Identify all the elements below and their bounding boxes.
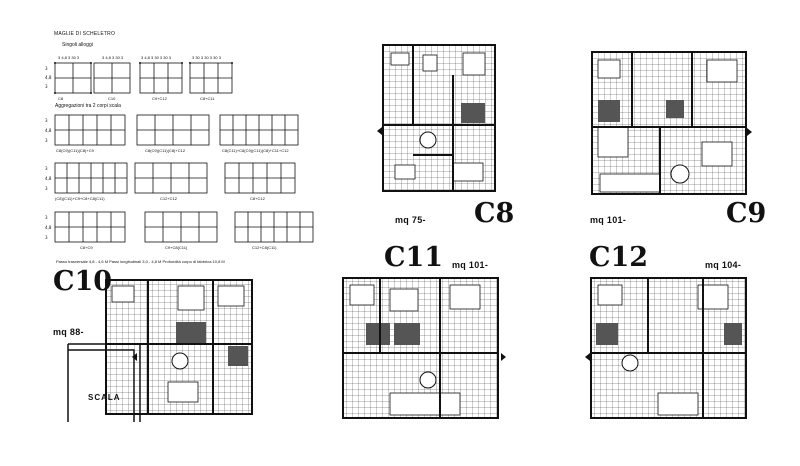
svg-text:4,8: 4,8 <box>45 75 52 80</box>
svg-text:3: 3 <box>45 84 48 89</box>
agg-label-1: C8(C9)(C11)(C8)+C9 <box>56 148 94 153</box>
svg-text:3: 3 <box>45 66 48 71</box>
agg-label-2: C8(C9)(C11)(C8)+C12 <box>145 148 186 153</box>
agg-label-9: C12+C8(C11) <box>252 245 277 250</box>
plan-code-c12: C12 <box>589 242 649 273</box>
svg-text:3: 3 <box>45 166 48 171</box>
agg-label-3: C8(C11)+C8(C9)(C11)(C8)+C11+C12 <box>222 148 289 153</box>
section-aggregations-label: Aggregazioni tra 2 corpi scala <box>55 103 121 109</box>
footer-note: Passo trasversale 4,8 - 4,6 M Passi long… <box>56 259 225 264</box>
svg-text:3: 3 <box>45 138 48 143</box>
agg-label-7: C8+C9 <box>80 245 93 250</box>
skeleton-grids: 3 4,8 3 3 4,8 3 3 4,8 3 3 4,8 3 <box>45 62 314 243</box>
label-c9-c12: C9+C12 <box>152 96 167 101</box>
stair-label: SCALA <box>88 393 121 402</box>
plan-area-c11: mq 101- <box>452 260 489 270</box>
dim-label-4: 3 30 3 30 3 30 3 <box>192 55 221 60</box>
floorplan-c9 <box>591 51 752 195</box>
floorplan-c8 <box>377 44 496 192</box>
svg-text:4,8: 4,8 <box>45 128 52 133</box>
agg-label-8: C9+C8(C11) <box>165 245 188 250</box>
label-c8: C8 <box>58 96 64 101</box>
floorplan-c10 <box>67 279 253 422</box>
dim-label-2: 3 4,8 3 30 3 <box>102 55 124 60</box>
label-c8-c11: C8+C11 <box>200 96 215 101</box>
svg-text:3: 3 <box>45 215 48 220</box>
label-c10: C10 <box>108 96 116 101</box>
plan-code-c11: C11 <box>384 242 444 273</box>
plan-code-c10: C10 <box>53 266 113 297</box>
svg-text:3: 3 <box>45 118 48 123</box>
section-single-label: Singoli alloggi <box>62 42 93 48</box>
dim-label-1: 3 4,8 3 30 3 <box>58 55 80 60</box>
floorplan-c12 <box>585 277 747 419</box>
plan-code-c9: C9 <box>726 198 767 229</box>
plan-code-c8: C8 <box>474 198 515 229</box>
svg-text:3: 3 <box>45 186 48 191</box>
svg-text:4,8: 4,8 <box>45 176 52 181</box>
agg-label-6: C8+C12 <box>250 196 265 201</box>
agg-label-5: C12+C12 <box>160 196 178 201</box>
svg-text:4,8: 4,8 <box>45 225 52 230</box>
agg-label-4: (C8)(C11)+C9+C8+C8(C11) <box>55 196 105 201</box>
plan-area-c10: mq 88- <box>53 327 84 337</box>
svg-text:3: 3 <box>45 235 48 240</box>
floorplan-c11 <box>342 277 506 419</box>
plan-area-c8: mq 75- <box>395 215 426 225</box>
dim-label-3: 3 4,8 3 30 3 30 3 <box>141 55 172 60</box>
plan-area-c9: mq 101- <box>590 215 627 225</box>
plan-area-c12: mq 104- <box>705 260 742 270</box>
skeleton-heading: MAGLIE DI SCHELETRO <box>54 31 116 37</box>
